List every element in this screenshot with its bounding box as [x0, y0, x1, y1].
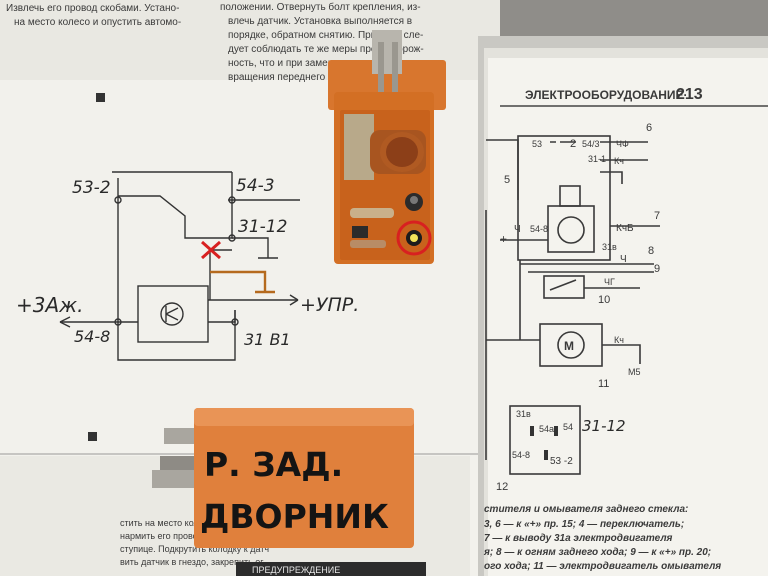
sketch-label-54-8: 54-8 — [74, 327, 110, 346]
dg-kch1: Кч — [614, 156, 624, 166]
dg-31v: 31в — [602, 242, 617, 252]
dg-box-54-8: 54-8 — [512, 450, 530, 460]
sketch-red-cross — [201, 240, 221, 260]
sketch-label-53-2: 53-2 — [72, 178, 111, 198]
dg-6: 6 — [646, 122, 652, 134]
sketch-label-31b1: 31 В1 — [244, 330, 291, 349]
sketch-label-31-12: 31-12 — [238, 217, 287, 237]
sketch-label-54-3: 54-3 — [236, 176, 275, 196]
relay-label-line-1: Р. ЗАД. — [204, 445, 343, 484]
sketch-transistor-box — [137, 285, 209, 343]
caption-line-5: ого хода; 11 — электродвигатель омывател… — [484, 561, 721, 572]
sketch-label-upr: +УПР. — [300, 294, 359, 316]
book-text-tl-2: на место колесо и опустить автомо- — [14, 17, 181, 28]
dg-ch2: Ч — [620, 254, 627, 265]
dg-ch1: Ч — [514, 224, 521, 235]
page-square-marker-1 — [96, 93, 105, 102]
dg-9: 9 — [654, 263, 660, 275]
dg-8: 8 — [648, 245, 654, 257]
caption-line-2: 3, 6 — к «+» пр. 15; 4 — переключатель; — [484, 519, 684, 530]
dg-kch2: Кч — [614, 335, 624, 345]
bottom-warning-tab: ПРЕДУПРЕЖДЕНИЕ — [252, 565, 340, 575]
dg-53: 53 — [532, 139, 542, 149]
dg-box-handwritten: 31-12 — [582, 417, 626, 435]
dg-m5: М5 — [628, 367, 641, 377]
dg-2: 2 — [570, 138, 576, 150]
caption-line-4: я; 8 — к огням заднего хода; 9 — к «+» п… — [483, 547, 711, 558]
page-square-marker-2 — [88, 432, 97, 441]
relay-case-photo: Р. ЗАД. ДВОРНИК — [152, 408, 414, 548]
red-circle-highlight — [396, 220, 432, 256]
right-book-page: ЭЛЕКТРООБОРУДОВАНИЕ· 213 53 2 54/3 31-1 … — [478, 36, 768, 576]
diagram-connector-12 — [509, 405, 581, 475]
dg-chg: ЧГ — [604, 277, 615, 287]
dg-10: 10 — [598, 294, 610, 306]
dg-cf: ЧФ — [616, 139, 629, 149]
bottom-text-4: вить датчик в гнездо, закрепить ег — [120, 557, 264, 567]
book-text-tm-6: вращения переднего — [228, 72, 326, 83]
book-text-tl-1: Извлечь его провод скобами. Устано- — [6, 2, 179, 14]
dg-5: 5 — [504, 174, 510, 186]
hand-sketch: 53-2 54-3 31-12 +3Аж. 54-8 +УПР. 31 В1 — [16, 171, 359, 361]
dg-box-54: 54 — [563, 422, 573, 432]
dg-7: 7 — [654, 210, 660, 222]
dg-plus: + — [500, 232, 507, 246]
dg-31-1: 31-1 — [588, 154, 606, 164]
book-text-tm-2: влечь датчик. Установка выполняется в — [228, 16, 412, 27]
dg-54b: 54-8 — [530, 224, 548, 234]
yellow-component-dot — [410, 234, 418, 242]
dg-box-31v: 31в — [516, 409, 531, 419]
right-page-number: 213 — [676, 86, 703, 103]
book-text-tm-5: ность, что и при замене датчика — [228, 58, 379, 69]
relay-pcb-photo — [328, 30, 446, 264]
dg-12: 12 — [496, 481, 508, 493]
dg-box-54a: 54а — [539, 424, 554, 434]
right-page-header: ЭЛЕКТРООБОРУДОВАНИЕ· — [525, 88, 688, 102]
book-text-tm-1: положении. Отвернуть болт крепления, из- — [220, 1, 421, 13]
relay-label-line-2: ДВОРНИК — [200, 497, 389, 536]
dg-kchb: КчБ — [616, 223, 634, 234]
caption-line-3: 7 — к выводу 31а электродвигателя — [484, 533, 673, 544]
dg-box-53-2: 53 -2 — [550, 456, 573, 467]
bottom-text-3: ступице. Подкрутить колодку к датч — [120, 544, 269, 554]
dg-11: 11 — [598, 378, 609, 390]
sketch-orange-wire — [210, 270, 275, 294]
dg-54-3: 54/3 — [582, 139, 600, 149]
caption-line-1: стителя и омывателя заднего стекла: — [484, 504, 688, 515]
dg-motor: М — [564, 339, 574, 353]
sketch-label-3az: +3Аж. — [16, 293, 84, 317]
